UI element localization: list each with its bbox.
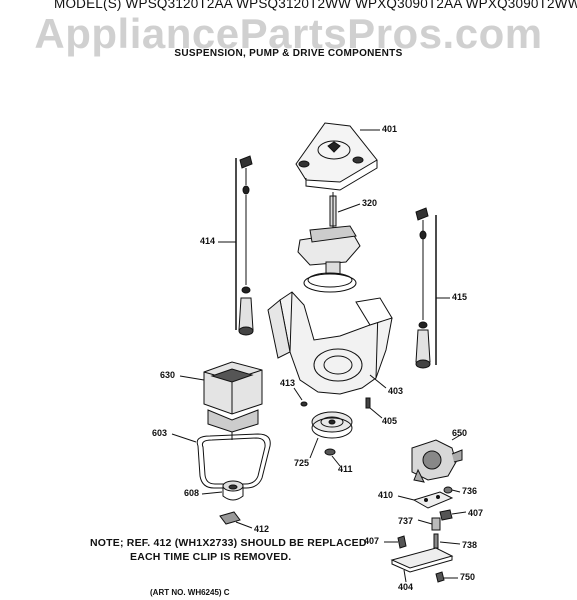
part-750-screw[interactable]: [435, 571, 445, 583]
label-413[interactable]: 413: [280, 378, 296, 388]
part-736-washer[interactable]: [443, 486, 453, 494]
part-411-nut[interactable]: [324, 448, 336, 456]
label-405[interactable]: 405: [382, 416, 398, 426]
part-401-hub-cover[interactable]: [295, 122, 378, 191]
part-412-clip[interactable]: [219, 511, 241, 525]
label-738[interactable]: 738: [462, 540, 478, 550]
part-737-cap[interactable]: [431, 517, 441, 531]
leader-603: [171, 433, 197, 443]
label-414[interactable]: 414: [200, 236, 216, 246]
note-line-1: NOTE; REF. 412 (WH1X2733) SHOULD BE REPL…: [90, 537, 367, 549]
part-414-suspension-rod[interactable]: [235, 155, 254, 336]
label-650[interactable]: 650: [452, 428, 468, 438]
leader-630: [179, 375, 205, 381]
leader-411: [331, 455, 341, 467]
label-404[interactable]: 404: [398, 582, 414, 592]
part-415-suspension-rod[interactable]: [415, 207, 437, 369]
label-750[interactable]: 750: [460, 572, 476, 582]
part-630-motor[interactable]: [203, 361, 263, 440]
art-number: (ART NO. WH6245) C: [150, 588, 230, 597]
replacement-note: NOTE; REF. 412 (WH1X2733) SHOULD BE REPL…: [90, 536, 367, 564]
diagram-subtitle: SUSPENSION, PUMP & DRIVE COMPONENTS: [174, 48, 403, 59]
leader-410: [397, 495, 415, 501]
label-737[interactable]: 737: [398, 516, 414, 526]
label-411[interactable]: 411: [338, 464, 353, 474]
part-410-pump-bracket[interactable]: [412, 491, 454, 509]
part-650-pump[interactable]: [411, 439, 463, 483]
leader-736: [451, 489, 461, 493]
label-736[interactable]: 736: [462, 486, 478, 496]
leader-407a: [451, 511, 467, 515]
part-407-clip-lower[interactable]: [397, 535, 407, 549]
leader-737: [417, 519, 433, 525]
part-404-mounting-plate[interactable]: [390, 547, 454, 573]
part-725-drive-pulley[interactable]: [311, 411, 353, 439]
label-401[interactable]: 401: [382, 124, 398, 134]
leader-405: [369, 407, 383, 419]
part-403-base[interactable]: [267, 291, 393, 395]
label-603[interactable]: 603: [152, 428, 168, 438]
leader-608: [201, 491, 223, 495]
leader-738: [439, 541, 461, 545]
part-413-washer[interactable]: [300, 401, 308, 407]
part-608-motor-pulley[interactable]: [222, 480, 244, 501]
leader-413: [293, 387, 303, 401]
leader-403: [369, 374, 387, 389]
watermark-text: AppliancePartsPros.com: [34, 10, 543, 57]
label-320[interactable]: 320: [362, 198, 378, 208]
label-407-lower[interactable]: 407: [364, 536, 380, 546]
leader-320: [337, 203, 361, 213]
label-725[interactable]: 725: [294, 458, 310, 468]
label-415[interactable]: 415: [452, 292, 468, 302]
leader-725: [309, 437, 319, 459]
part-738-pin[interactable]: [433, 533, 439, 549]
label-407-upper[interactable]: 407: [468, 508, 484, 518]
part-603-drive-belt[interactable]: [196, 433, 271, 489]
leader-412: [235, 521, 253, 529]
label-630[interactable]: 630: [160, 370, 176, 380]
note-line-2: EACH TIME CLIP IS REMOVED.: [130, 551, 292, 563]
leader-404: [403, 569, 407, 583]
label-410[interactable]: 410: [378, 490, 394, 500]
part-320-transmission[interactable]: [297, 192, 361, 293]
label-403[interactable]: 403: [388, 386, 404, 396]
model-header: MODEL(S) WPSQ3120T2AA WPSQ3120T2WW WPXQ3…: [0, 0, 577, 11]
label-412[interactable]: 412: [254, 524, 270, 534]
label-608[interactable]: 608: [184, 488, 200, 498]
part-405-screw[interactable]: [365, 397, 371, 409]
model-list: MODEL(S) WPSQ3120T2AA WPSQ3120T2WW WPXQ3…: [54, 0, 577, 11]
part-407-clip-upper[interactable]: [439, 509, 453, 521]
leader-650: [451, 433, 463, 441]
